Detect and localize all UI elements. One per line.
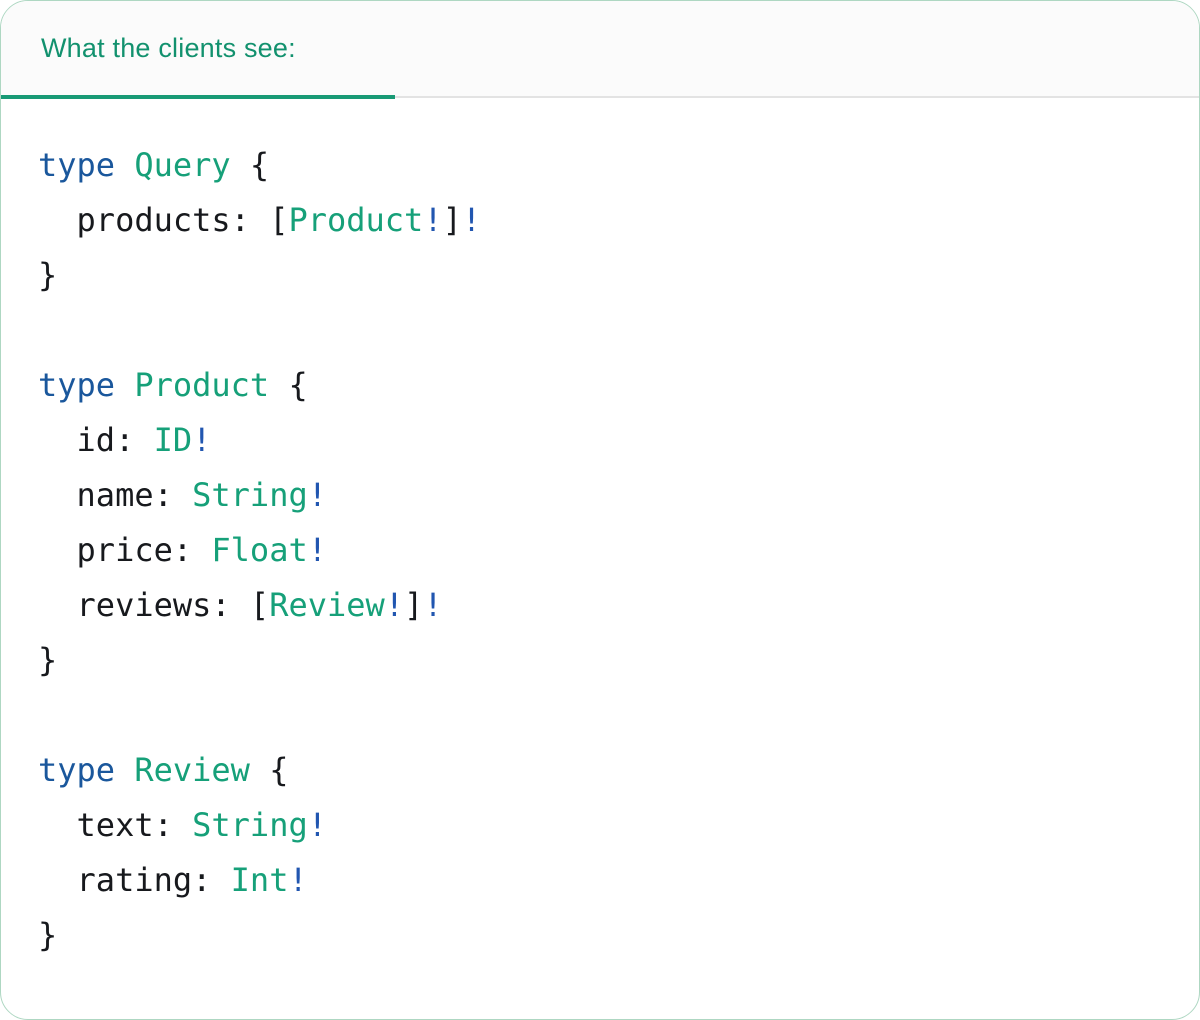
code-line: }	[38, 908, 1163, 963]
code-line: price: Float!	[38, 523, 1163, 578]
active-tab-underline	[1, 95, 395, 99]
code-token-keyword: type	[38, 146, 116, 184]
code-token-plain: }	[38, 256, 58, 294]
code-token-bang: !	[307, 476, 327, 514]
code-line	[38, 303, 1163, 358]
code-token-plain: id:	[38, 421, 154, 459]
code-line: type Product {	[38, 358, 1163, 413]
code-token-plain: }	[38, 641, 58, 679]
code-token-plain: }	[38, 916, 58, 954]
code-token-plain: {	[230, 146, 270, 184]
code-token-plain: {	[249, 751, 289, 789]
code-token-typename: String	[192, 806, 308, 844]
code-token-typename: Query	[134, 146, 231, 184]
code-line: text: String!	[38, 798, 1163, 853]
code-line: reviews: [Review!]!	[38, 578, 1163, 633]
code-token-plain: ]	[442, 201, 462, 239]
code-line: }	[38, 248, 1163, 303]
code-token-plain	[115, 146, 134, 184]
code-token-bang: !	[288, 861, 308, 899]
tab-what-the-clients-see[interactable]: What the clients see:	[1, 1, 395, 96]
code-token-typename: String	[192, 476, 308, 514]
code-token-plain: rating:	[38, 861, 231, 899]
code-token-plain: price:	[38, 531, 212, 569]
code-token-plain	[115, 751, 134, 789]
code-token-keyword: type	[38, 751, 116, 789]
code-token-bang: !	[307, 531, 327, 569]
tab-label: What the clients see:	[41, 33, 296, 63]
code-line: products: [Product!]!	[38, 193, 1163, 248]
code-token-bang: !	[461, 201, 482, 239]
code-token-plain: products: [	[38, 201, 289, 239]
code-line: type Review {	[38, 743, 1163, 798]
code-token-typename: Review	[134, 751, 250, 789]
code-token-plain: ]	[404, 586, 424, 624]
code-token-typename: Product	[134, 366, 270, 404]
code-token-plain	[115, 366, 134, 404]
code-token-typename: Int	[230, 861, 289, 899]
code-token-bang: !	[423, 201, 443, 239]
code-token-keyword: type	[38, 366, 116, 404]
code-token-typename: ID	[153, 421, 193, 459]
code-token-plain: reviews: [	[38, 586, 270, 624]
code-token-typename: Review	[269, 586, 385, 624]
code-token-typename: Float	[211, 531, 308, 569]
code-token-bang: !	[423, 586, 443, 624]
code-line: }	[38, 633, 1163, 688]
code-token-bang: !	[192, 421, 212, 459]
code-line: id: ID!	[38, 413, 1163, 468]
code-token-plain: name:	[38, 476, 193, 514]
code-token-bang: !	[307, 806, 327, 844]
code-block: type Query { products: [Product!]!}type …	[1, 98, 1199, 963]
code-token-typename: Product	[288, 201, 424, 239]
code-line: type Query {	[38, 138, 1163, 193]
code-token-bang: !	[384, 586, 405, 624]
panel-header: What the clients see:	[1, 1, 1199, 99]
code-token-plain: text:	[38, 806, 193, 844]
code-line: rating: Int!	[38, 853, 1163, 908]
code-line: name: String!	[38, 468, 1163, 523]
code-token-plain: {	[269, 366, 308, 404]
code-line	[38, 688, 1163, 743]
